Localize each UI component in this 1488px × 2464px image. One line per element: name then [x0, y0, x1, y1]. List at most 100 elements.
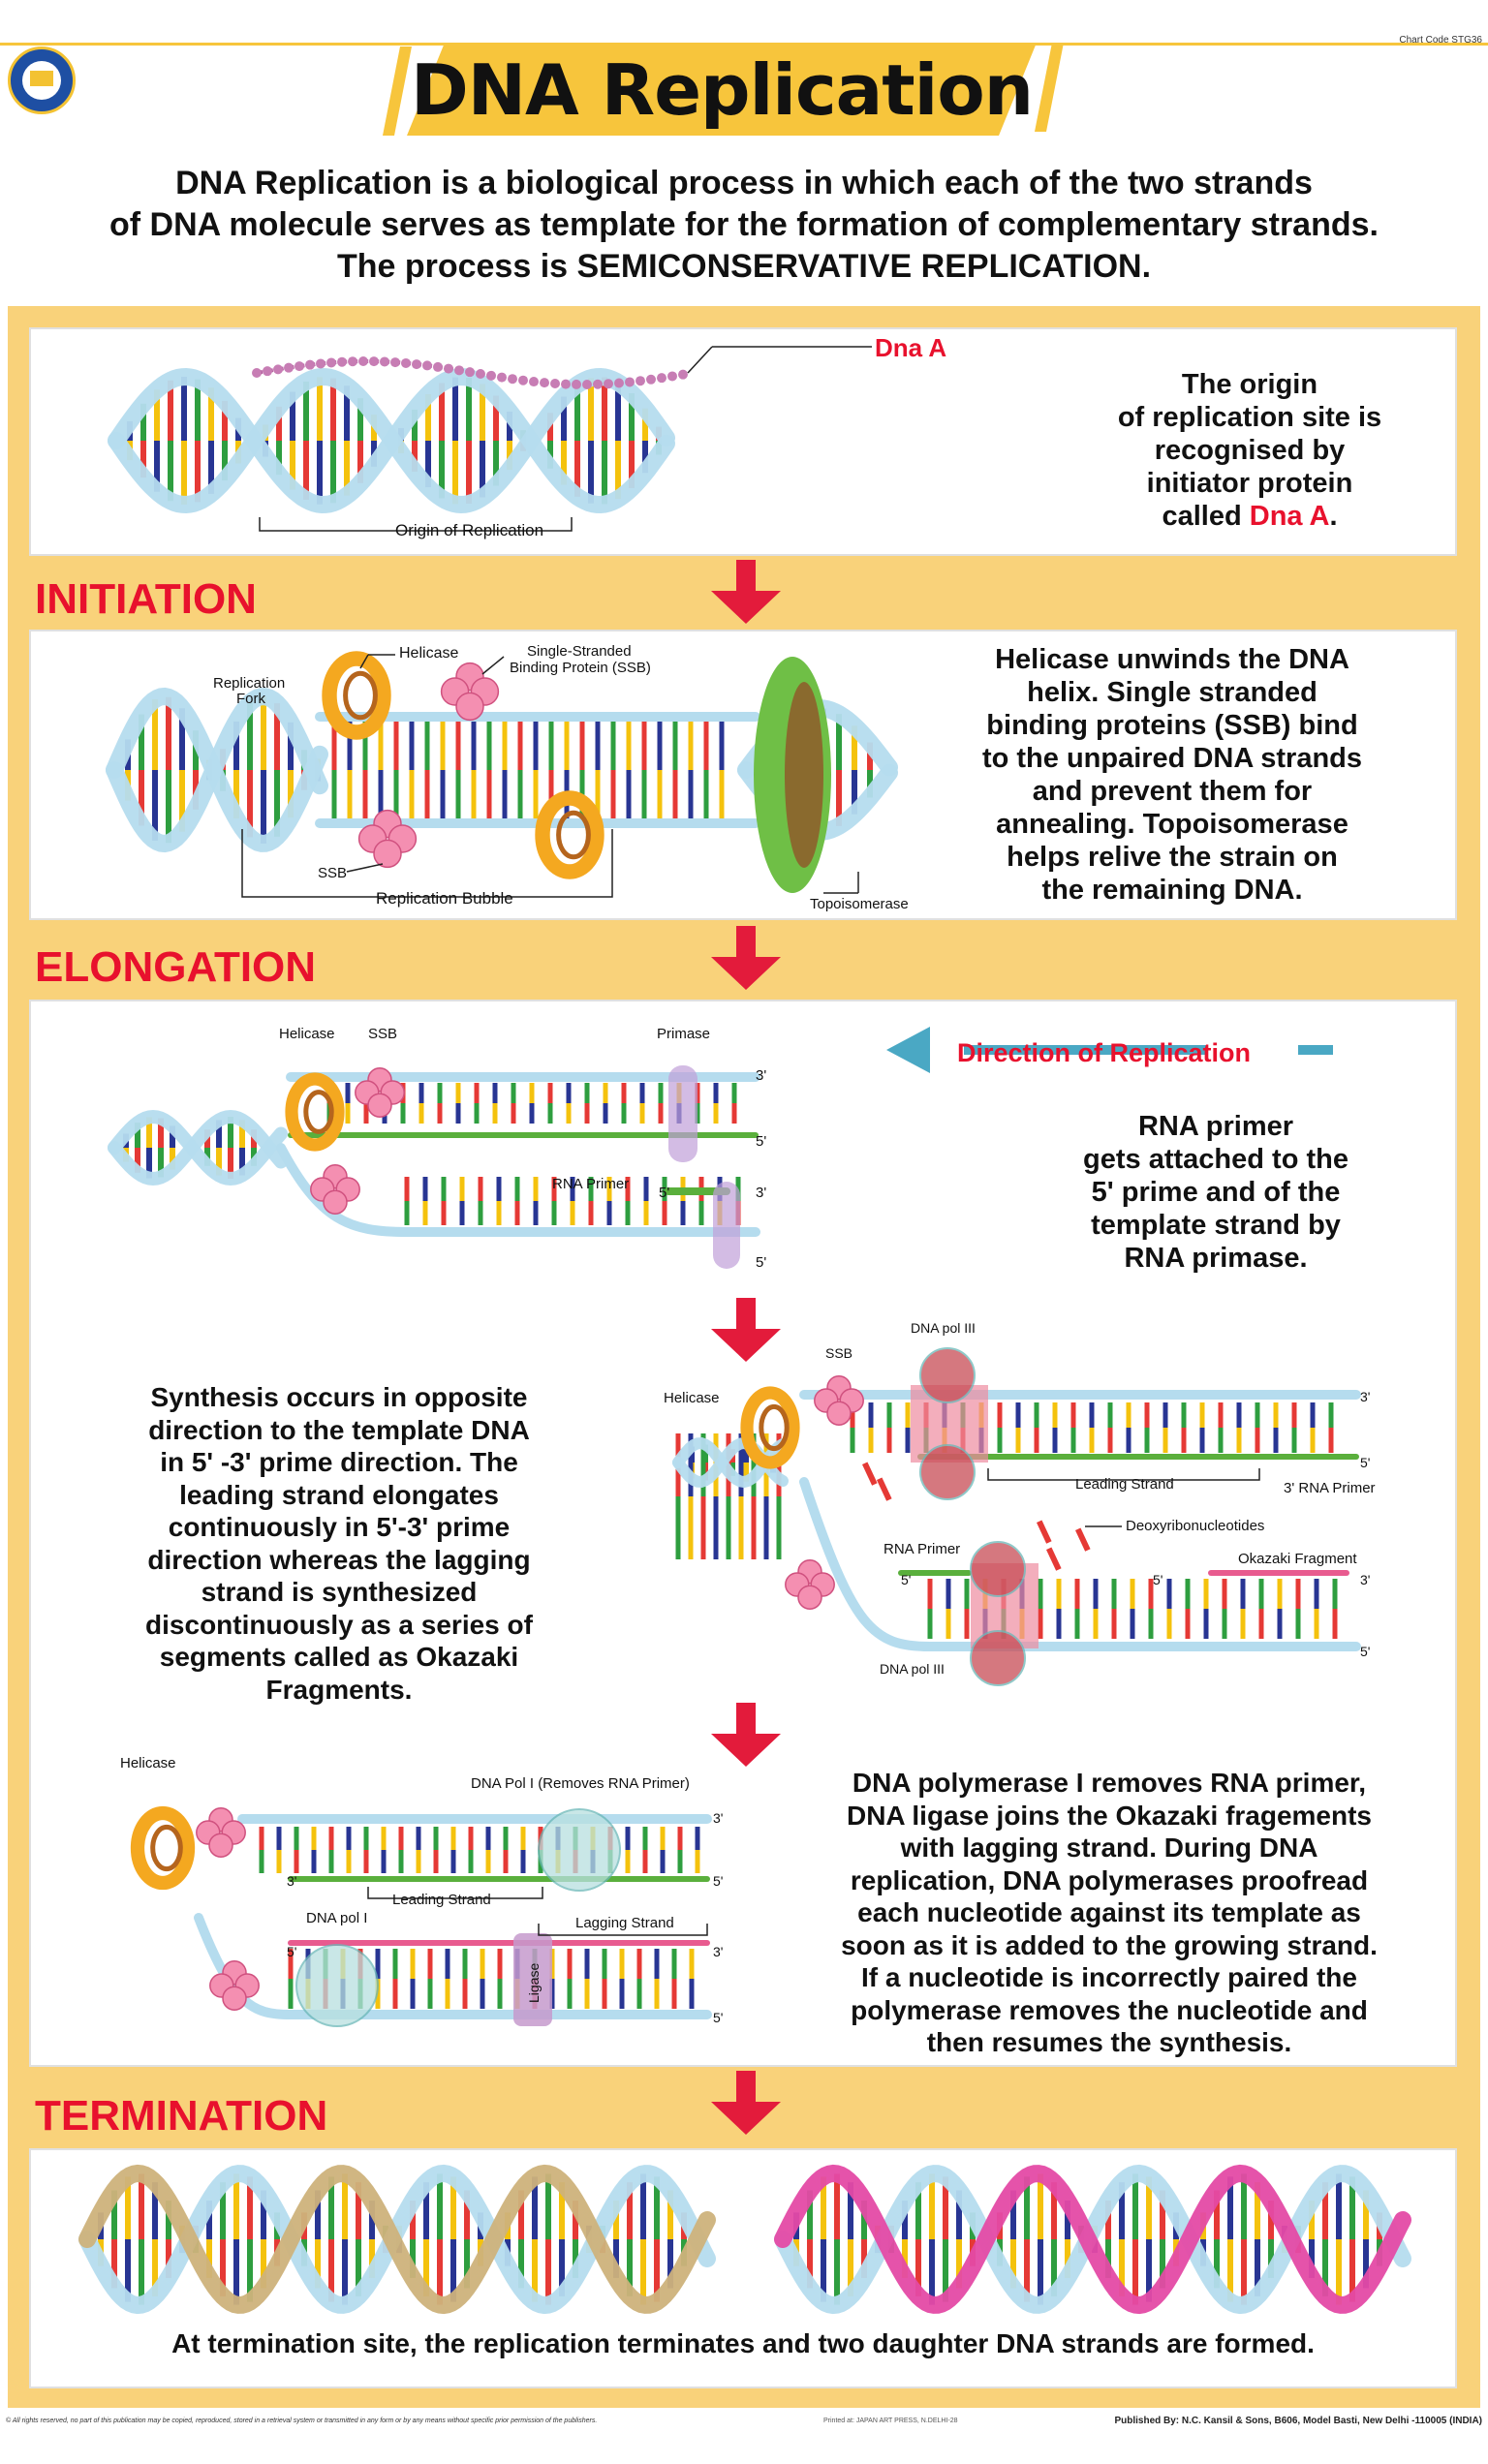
- leading-strand-label: Leading Strand: [1075, 1476, 1174, 1493]
- nucleotide-icon: [1037, 1520, 1052, 1544]
- okazaki-fragment-label: Okazaki Fragment: [1238, 1551, 1357, 1567]
- deoxyribonucleotides-label: Deoxyribonucleotides: [1126, 1518, 1264, 1534]
- strand-backbone: [78, 2164, 716, 2315]
- down-arrow-icon: [711, 2071, 781, 2135]
- helicase-icon: [285, 1072, 345, 1152]
- polymerase-icon: [919, 1444, 976, 1500]
- synthesis-desc: Synthesis occurs in opposite direction t…: [107, 1381, 572, 1706]
- molecules: [130, 356, 1333, 2135]
- prime-label: 3': [1360, 1389, 1370, 1404]
- synthesis-desc-line: strand is synthesized: [201, 1577, 478, 1607]
- dna-a-bead: [337, 356, 347, 367]
- dna-a-highlight: Dna A: [1249, 501, 1330, 532]
- dna-a-bead: [422, 360, 432, 371]
- ssb-protein-icon: [222, 1986, 247, 2011]
- origin-desc-prefix: called: [1162, 501, 1250, 532]
- origin-desc-line: recognised by: [1154, 435, 1346, 466]
- helicase-label: Helicase: [399, 645, 458, 662]
- prime-label: 3': [287, 1873, 296, 1889]
- synthesis-desc-line: in 5' -3' prime direction. The: [160, 1447, 518, 1477]
- dna-a-bead: [412, 359, 421, 370]
- section-elongation: ELONGATION: [35, 943, 317, 991]
- polymerase-desc-line: each nucleotide against its template as: [857, 1897, 1361, 1927]
- prime-label: 5': [901, 1572, 911, 1587]
- ssb-label: SSB: [825, 1345, 852, 1361]
- synthesis-desc-line: leading strand elongates: [179, 1479, 499, 1510]
- dna-a-bead: [678, 369, 688, 380]
- helicase-label: Helicase: [279, 1026, 335, 1042]
- strand-backbone: [106, 687, 328, 852]
- origin-desc-line: initiator protein: [1146, 468, 1353, 499]
- helicase-icon: [535, 790, 604, 879]
- dna-a-bead: [604, 379, 613, 389]
- polymerase-desc-line: If a nucleotide is incorrectly paired th…: [861, 1962, 1357, 1992]
- dna-a-bead: [316, 358, 326, 369]
- down-arrow-icon: [711, 1298, 781, 1362]
- rna-primer-label: RNA Primer: [884, 1541, 960, 1557]
- dna-a-bead: [529, 377, 539, 387]
- panel-initiation-desc: Helicase unwinds the DNA helix. Single s…: [959, 643, 1385, 907]
- polymerase-icon: [970, 1541, 1026, 1597]
- origin-desc-suffix: .: [1329, 501, 1338, 532]
- rna-primer-desc-line: template strand by: [1091, 1210, 1341, 1241]
- lagging-strand-label: Lagging Strand: [575, 1915, 674, 1931]
- strand-backbone: [108, 1109, 288, 1186]
- ssb-protein-label: Binding Protein (SSB): [510, 660, 651, 676]
- helicase-inner-icon: [343, 670, 378, 721]
- direction-arrow-tail: [1298, 1045, 1333, 1055]
- dna-a-bead: [636, 376, 645, 386]
- initiation-desc-line: helix. Single stranded: [1027, 677, 1318, 708]
- prime-label: 5': [1360, 1644, 1370, 1659]
- nucleotide-icon: [1045, 1547, 1062, 1571]
- dna-pol-i-label: DNA pol I: [306, 1910, 367, 1926]
- ssb-protein-icon: [323, 1189, 348, 1215]
- leading-strand-label: Leading Strand: [392, 1892, 491, 1908]
- dna-a-bead: [518, 375, 528, 385]
- down-arrow-icon: [711, 1703, 781, 1767]
- leader-line: [481, 656, 505, 675]
- leader-line: [687, 346, 713, 374]
- intro-line-2: of DNA molecule serves as template for t…: [109, 206, 1379, 243]
- replication-bubble-label: Replication Bubble: [376, 889, 513, 908]
- dna-a-bead: [454, 365, 464, 376]
- dna-a-label: Dna A: [875, 333, 946, 362]
- logo-book-icon: [30, 71, 53, 86]
- dna-a-bead: [550, 378, 560, 388]
- polymerase-desc-line: polymerase removes the nucleotide and: [851, 1994, 1368, 2025]
- page-title: DNA Replication: [410, 49, 1034, 131]
- dna-a-bead: [284, 362, 294, 373]
- section-initiation: INITIATION: [35, 575, 257, 623]
- prime-label: 5': [713, 2010, 723, 2025]
- dna-a-bead: [486, 370, 496, 381]
- dna-a-bead: [401, 357, 411, 368]
- ligase-label: Ligase: [526, 1963, 542, 2003]
- initiation-desc-line: helps relive the strain on: [1007, 842, 1338, 873]
- footer-rights: © All rights reserved, no part of this p…: [6, 2418, 598, 2424]
- rna-primer-label: 3' RNA Primer: [1284, 1480, 1376, 1496]
- polymerase-desc-line: DNA polymerase I removes RNA primer,: [852, 1768, 1367, 1798]
- leader-line: [359, 654, 369, 669]
- intro-line-1: DNA Replication is a biological process …: [175, 165, 1313, 201]
- dna-a-bead: [508, 374, 517, 385]
- replication-fork-label: Replication: [213, 675, 285, 692]
- helicase-icon: [322, 651, 391, 740]
- section-termination: TERMINATION: [35, 2092, 328, 2140]
- prime-label: 5': [1360, 1455, 1370, 1470]
- bracket-line: [367, 1887, 543, 1899]
- dna-a-bead: [465, 367, 475, 378]
- synthesis-desc-line: direction whereas the lagging: [147, 1544, 531, 1575]
- dna-a-bead: [625, 377, 635, 387]
- rna-primer-desc-line: 5' prime and of the: [1091, 1177, 1341, 1208]
- topoisomerase-label: Topoisomerase: [810, 896, 909, 912]
- helicase-icon: [130, 1805, 196, 1891]
- dna-a-bead: [614, 378, 624, 388]
- leader-lines: [241, 346, 1260, 1936]
- synthesis-desc-line: Synthesis occurs in opposite: [150, 1382, 528, 1412]
- dna-a-bead: [444, 363, 453, 374]
- polymerase-icon: [538, 1808, 621, 1892]
- polymerase-desc-line: then resumes the synthesis.: [926, 2027, 1292, 2057]
- origin-desc-line: called Dna A.: [1046, 500, 1453, 533]
- dna-pol-i-label: DNA Pol I (Removes RNA Primer): [471, 1775, 690, 1792]
- dna-a-bead: [667, 371, 677, 382]
